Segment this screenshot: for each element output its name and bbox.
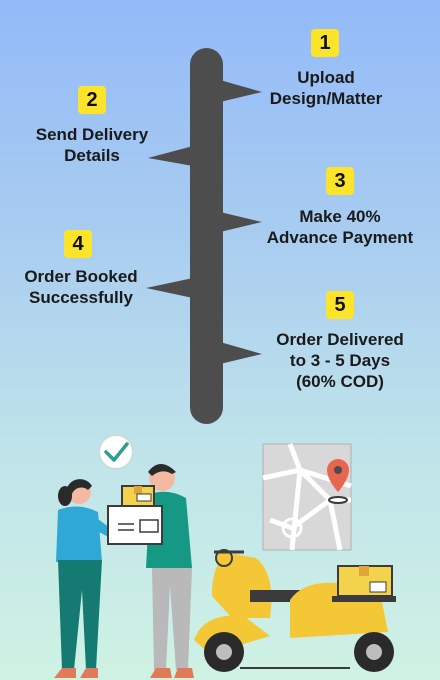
step-3-number-badge: 3	[326, 167, 354, 195]
step-5-label-line: Order Delivered	[276, 330, 404, 349]
step-5-label: Order Delivered to 3 - 5 Days (60% COD)	[258, 329, 422, 392]
timeline-spine	[190, 48, 223, 424]
step-5-label-line: (60% COD)	[296, 372, 384, 391]
step-4-label-line: Successfully	[29, 288, 133, 307]
step-3-label-line: Advance Payment	[266, 228, 414, 247]
step-3-label-line: Make 40%	[299, 207, 381, 226]
woman-icon	[54, 479, 118, 678]
scooter-icon	[194, 549, 396, 672]
step-2-label: Send Delivery Details	[18, 124, 166, 166]
timeline-arrow-step-1	[220, 80, 262, 102]
step-1-label: Upload Design/Matter	[250, 67, 402, 109]
step-2-number-badge: 2	[78, 86, 106, 114]
package-icon	[107, 485, 163, 545]
check-icon	[98, 434, 134, 470]
timeline-arrow-step-2	[148, 146, 193, 166]
step-5-number-badge: 5	[326, 291, 354, 319]
step-2-label-line: Details	[64, 146, 120, 165]
step-4-number-badge: 4	[64, 230, 92, 258]
step-2-label-line: Send Delivery	[35, 125, 149, 144]
step-1-label-line: Design/Matter	[269, 89, 383, 108]
step-4-label: Order Booked Successfully	[10, 266, 152, 308]
timeline-arrow-step-4	[146, 278, 193, 298]
timeline-arrow-step-3	[220, 212, 262, 232]
step-4-label-line: Order Booked	[24, 267, 138, 286]
step-1-label-line: Upload	[297, 68, 355, 87]
location-pin-icon	[327, 459, 349, 504]
timeline-arrow-step-5	[220, 342, 262, 364]
step-5-label-line: to 3 - 5 Days	[289, 351, 391, 370]
step-3-label: Make 40% Advance Payment	[252, 206, 428, 248]
step-1-number-badge: 1	[311, 29, 339, 57]
